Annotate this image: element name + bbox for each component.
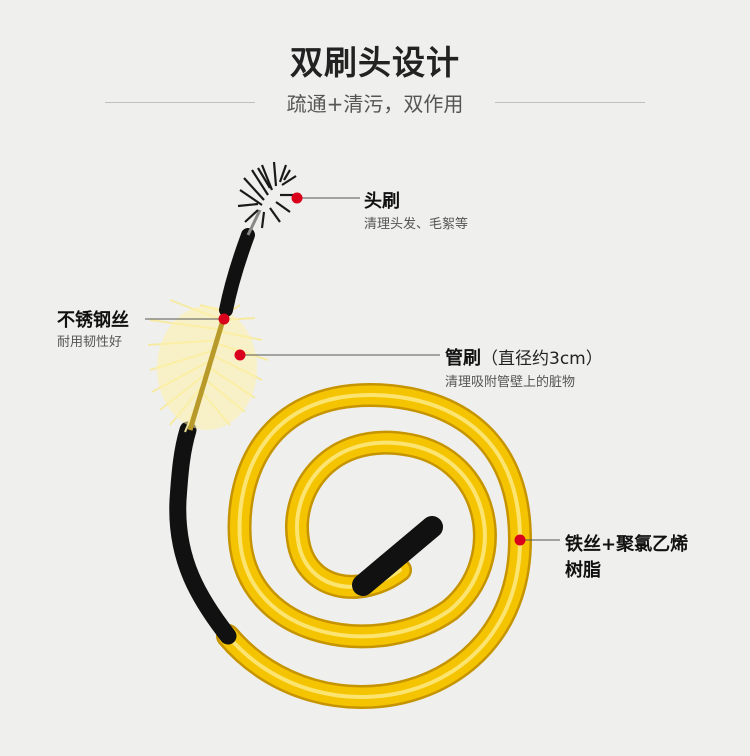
inner-end-cap: [352, 516, 443, 596]
head-brush-dot: [291, 192, 303, 204]
steel-wire-label: 不锈钢丝: [57, 310, 129, 331]
head-brush-label: 头刷: [364, 191, 400, 212]
brush-wire-twist: [187, 309, 229, 431]
material-label-line2: 树脂: [565, 560, 601, 581]
steel-wire-desc: 耐用韧性好: [57, 335, 123, 350]
page-subtitle: 疏通+清污，双作用: [0, 88, 750, 117]
black-sleeve: [169, 421, 237, 645]
material-dot: [514, 534, 526, 546]
tube-brush-label: 管刷（直径约3cm）: [445, 344, 603, 370]
right-divider-line: [495, 102, 645, 103]
upper-sleeve: [219, 228, 255, 317]
subtitle-text: 疏通+清污，双作用: [276, 92, 474, 116]
coiled-hose: [216, 382, 533, 709]
page-title: 双刷头设计: [290, 43, 460, 82]
head-wire: [246, 209, 262, 236]
tube-brush-title: 管刷: [445, 348, 481, 369]
material-label-line1: 铁丝+聚氯乙烯: [565, 534, 689, 555]
left-divider-line: [105, 102, 255, 103]
callout-leaders: [145, 192, 560, 546]
steel-wire-dot: [218, 313, 230, 325]
head-brush-bristles: [237, 161, 297, 229]
tube-brush-desc: 清理吸附管壁上的脏物: [445, 375, 576, 390]
tube-brush-note: （直径约3cm）: [481, 349, 603, 369]
head-brush-desc: 清理头发、毛絮等: [364, 217, 469, 232]
tube-brush-dot: [234, 349, 246, 361]
